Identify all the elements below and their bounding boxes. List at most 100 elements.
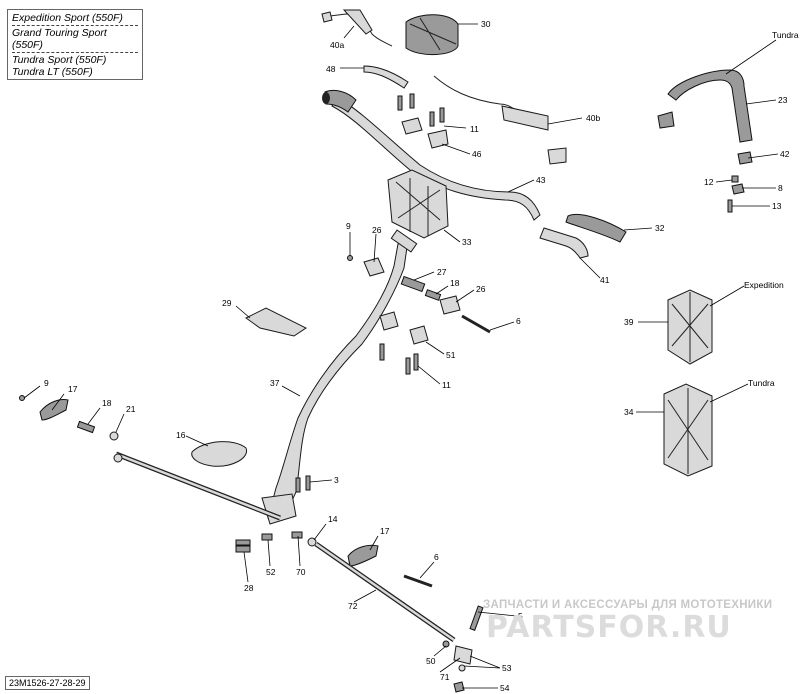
callout-11-top: 11: [470, 124, 479, 134]
callout-30: 30: [481, 19, 491, 29]
throttle-41: [539, 227, 589, 259]
callout-71: 71: [440, 672, 450, 682]
column-top: [390, 229, 418, 253]
nut-50: [442, 640, 450, 648]
callout-6-lower: 6: [434, 552, 439, 562]
handle-end: [657, 111, 675, 129]
callout-27: 27: [437, 267, 447, 277]
callout-9-left: 9: [44, 378, 49, 388]
callout-42: 42: [780, 149, 790, 159]
label-expedition: Expedition: [744, 280, 784, 290]
callout-33: 33: [462, 237, 472, 247]
callout-26-upper: 26: [372, 225, 382, 235]
callout-11-lower: 11: [442, 380, 451, 390]
part-27: [400, 275, 426, 293]
watermark-tagline: ЗАПЧАСТИ И АКСЕССУАРЫ ДЛЯ МОТОТЕХНИКИ: [483, 599, 773, 611]
handlebar: [331, 97, 541, 221]
bolt-group-11-top: [397, 93, 445, 127]
callout-39: 39: [624, 317, 634, 327]
part-70: [291, 531, 303, 539]
label-tundra-handle: Tundra: [772, 30, 799, 40]
clamp-51-a: [379, 311, 399, 331]
callout-16: 16: [176, 430, 186, 440]
callout-17-left: 17: [68, 384, 78, 394]
cable-40b: [433, 75, 517, 111]
legend-tundra-lt: Tundra LT (550F): [12, 66, 93, 78]
label-tundra-riser: Tundra: [748, 378, 775, 388]
bolt-13: [727, 199, 733, 213]
tie-rod-end-left: [113, 453, 123, 463]
callout-40a: 40a: [330, 40, 344, 50]
callout-labels: 30 40a 48 40b 11 46 43 33 32 41 9 26 27 …: [44, 19, 799, 693]
model-legend: Expedition Sport (550F) Grand Touring Sp…: [7, 9, 143, 80]
callout-6-upper: 6: [516, 316, 521, 326]
legend-separator: [12, 25, 138, 26]
clamp-46-left: [401, 117, 423, 135]
bolt-5: [469, 605, 484, 631]
bracket-17-right: [347, 544, 379, 567]
callout-70: 70: [296, 567, 306, 577]
legend-expedition-sport: Expedition Sport (550F): [12, 12, 123, 24]
clamp-26: [363, 257, 385, 277]
bolts-3: [295, 475, 311, 493]
bolt-6-b: [403, 574, 433, 588]
clamp-26-lower: [439, 295, 461, 315]
bracket-17-left: [39, 399, 69, 421]
nut-9: [347, 255, 353, 261]
callout-18-left: 18: [102, 398, 112, 408]
callout-9-center: 9: [346, 221, 351, 231]
callout-40b: 40b: [586, 113, 600, 123]
handlebar-pad: [405, 14, 459, 55]
callout-23: 23: [778, 95, 788, 105]
legend-separator: [12, 52, 138, 53]
legend-tundra-sport: Tundra Sport (550F): [12, 54, 107, 66]
callout-41: 41: [600, 275, 610, 285]
callout-52: 52: [266, 567, 276, 577]
wire-48: [363, 65, 409, 89]
tundra-handle-23: [667, 69, 753, 143]
nut-54: [453, 681, 465, 693]
callout-53: 53: [502, 663, 512, 673]
callout-26-lower: 26: [476, 284, 486, 294]
clamp-51-b: [409, 325, 429, 345]
cover-16: [191, 441, 248, 467]
left-grip: [324, 89, 357, 113]
callout-43: 43: [536, 175, 546, 185]
part-8: [731, 183, 745, 195]
bolt-6-a: [461, 314, 491, 334]
callout-21: 21: [126, 404, 136, 414]
callout-12: 12: [704, 177, 714, 187]
bolt-group-11-lower: [379, 343, 419, 375]
callout-5: 5: [518, 611, 523, 621]
callout-14: 14: [328, 514, 338, 524]
part-28: [235, 545, 251, 553]
callout-37: 37: [270, 378, 280, 388]
part-12: [731, 175, 739, 183]
washer-21: [109, 431, 119, 441]
clamp-42: [737, 151, 753, 165]
callout-50: 50: [426, 656, 436, 666]
clamp-46-right: [427, 129, 449, 149]
left-grip-end: [322, 92, 330, 104]
ball-joint-71: [453, 645, 473, 665]
riser-39: [667, 289, 713, 365]
callout-29: 29: [222, 298, 232, 308]
nut-9-left: [19, 395, 25, 401]
leader-lines: [23, 23, 779, 689]
diagram-code: 23M1526-27-28-29: [5, 676, 90, 690]
callout-17-right: 17: [380, 526, 390, 536]
part-52: [261, 533, 273, 541]
part-18: [424, 289, 442, 301]
cover-29: [245, 307, 307, 337]
callout-13: 13: [772, 201, 782, 211]
spacer-18-left: [76, 420, 96, 434]
callout-32: 32: [655, 223, 665, 233]
legend-grand-touring-sport: Grand Touring Sport (550F): [12, 27, 107, 51]
right-grip-32: [565, 213, 627, 243]
washer-53: [458, 664, 466, 672]
riser-34: [663, 383, 713, 477]
callout-54: 54: [500, 683, 510, 693]
callout-46: 46: [472, 149, 482, 159]
callout-28: 28: [244, 583, 254, 593]
